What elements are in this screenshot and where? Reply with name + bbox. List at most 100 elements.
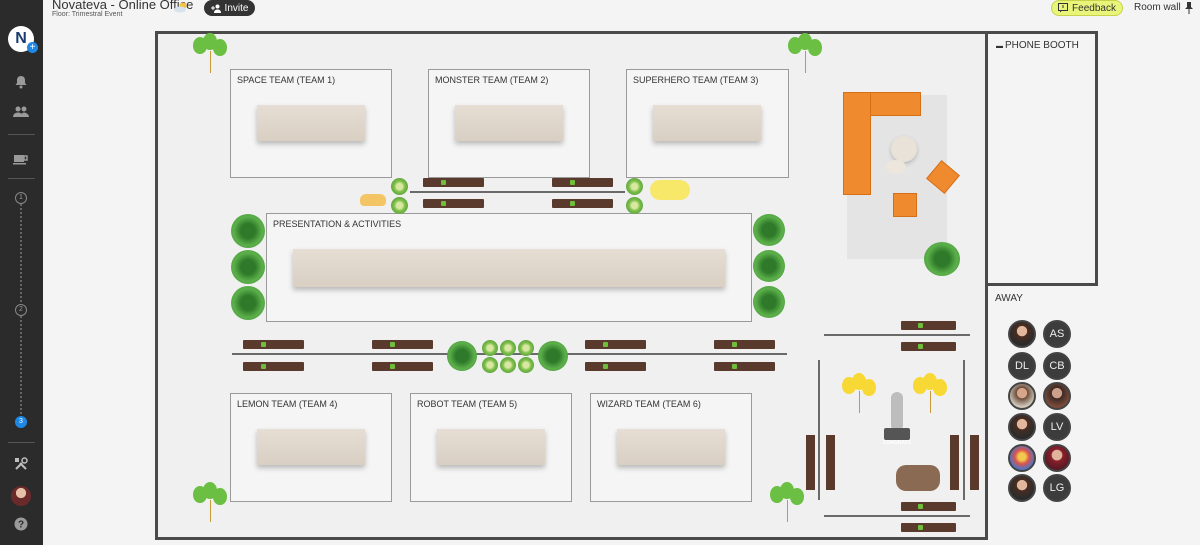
armchair: [893, 193, 917, 217]
coffee-table: [891, 136, 917, 162]
room-label: SPACE TEAM (TEAM 1): [237, 75, 336, 85]
balloons-decoration: [770, 482, 806, 524]
room-wall-toggle[interactable]: Room wall: [1134, 2, 1181, 13]
presentation-table: [293, 249, 725, 287]
room-superhero-team[interactable]: SUPERHERO TEAM (TEAM 3): [626, 69, 789, 178]
sidebar-divider: [8, 178, 35, 179]
people-icon[interactable]: [12, 103, 30, 121]
room-label: PRESENTATION & ACTIVITIES: [273, 219, 402, 229]
bench: [970, 435, 979, 490]
away-avatar[interactable]: DL: [1008, 352, 1036, 380]
plant: [447, 341, 477, 371]
divider-rail: [410, 191, 625, 193]
side-table: [886, 160, 906, 174]
feedback-icon: [1058, 3, 1069, 13]
room-label: MONSTER TEAM (TEAM 2): [435, 75, 549, 85]
away-avatar[interactable]: [1008, 382, 1036, 410]
divider-rail: [963, 360, 965, 500]
meeting-table: [617, 429, 725, 465]
room-presentation-activities[interactable]: PRESENTATION & ACTIVITIES: [266, 213, 752, 322]
bench: [552, 178, 613, 187]
bench: [714, 362, 775, 371]
room-label: ROBOT TEAM (TEAM 5): [417, 399, 518, 409]
plant: [626, 178, 643, 195]
bench: [585, 362, 646, 371]
pin-icon[interactable]: [1184, 2, 1194, 17]
floor-name: Floor: Trimestral Event: [52, 11, 123, 18]
bench: [423, 178, 484, 187]
meeting-table: [653, 105, 761, 141]
plant: [391, 197, 408, 214]
away-avatar[interactable]: LV: [1043, 413, 1071, 441]
floor-level-2[interactable]: 2: [15, 304, 27, 316]
plant: [518, 340, 534, 356]
bench: [826, 435, 835, 490]
feedback-button[interactable]: Feedback: [1051, 0, 1123, 16]
plant: [231, 214, 265, 248]
dog-figure: [650, 180, 690, 200]
floor-level-1[interactable]: 1: [15, 192, 27, 204]
invite-button[interactable]: Invite: [204, 0, 255, 16]
floor-level-3[interactable]: 3: [15, 416, 27, 428]
away-avatar[interactable]: LG: [1043, 474, 1071, 502]
feedback-label: Feedback: [1072, 2, 1116, 14]
phone-booth-room[interactable]: ▬ PHONE BOOTH: [985, 31, 1098, 286]
sidebar-divider: [8, 442, 35, 443]
plant: [482, 340, 498, 356]
bench: [585, 340, 646, 349]
room-robot-team[interactable]: ROBOT TEAM (TEAM 5): [410, 393, 572, 502]
room-label: LEMON TEAM (TEAM 4): [237, 399, 338, 409]
plant: [500, 357, 516, 373]
bench: [901, 342, 956, 351]
divider-rail: [824, 515, 970, 517]
help-icon[interactable]: ?: [12, 515, 30, 533]
room-lemon-team[interactable]: LEMON TEAM (TEAM 4): [230, 393, 392, 502]
coffee-icon[interactable]: [12, 150, 30, 168]
congrats-plaque: CONGRATS: [882, 440, 912, 446]
divider-rail: [818, 360, 820, 500]
invite-label: Invite: [224, 2, 249, 14]
divider-rail: [824, 334, 970, 336]
sidebar: N + 1 2 3 ?: [0, 0, 43, 545]
phone-booth-icon: ▬: [996, 43, 1005, 50]
plant: [538, 341, 568, 371]
away-avatar[interactable]: [1008, 413, 1036, 441]
plant: [500, 340, 516, 356]
away-label: AWAY: [995, 293, 1023, 304]
room-label: SUPERHERO TEAM (TEAM 3): [633, 75, 759, 85]
away-avatar[interactable]: [1008, 320, 1036, 348]
weather-icon: [173, 1, 189, 16]
office-title: Novateva - Online Office: [52, 0, 194, 12]
balloons-decoration: [842, 373, 878, 415]
away-avatar[interactable]: [1008, 474, 1036, 502]
bench: [372, 340, 433, 349]
balloons-decoration: [788, 33, 824, 75]
away-avatar[interactable]: [1043, 444, 1071, 472]
away-avatar[interactable]: [1043, 382, 1071, 410]
away-avatar[interactable]: [1008, 444, 1036, 472]
app-logo[interactable]: N: [8, 26, 34, 52]
plant: [626, 197, 643, 214]
sidebar-divider: [8, 134, 35, 135]
away-avatar[interactable]: AS: [1043, 320, 1071, 348]
user-avatar[interactable]: [11, 486, 31, 506]
room-monster-team[interactable]: MONSTER TEAM (TEAM 2): [428, 69, 590, 178]
bench: [243, 340, 304, 349]
bench: [901, 523, 956, 532]
away-avatar[interactable]: CB: [1043, 352, 1071, 380]
bell-icon[interactable]: [12, 73, 30, 91]
plant: [231, 286, 265, 320]
bench: [372, 362, 433, 371]
bench: [950, 435, 959, 490]
bull-figure: [896, 465, 940, 491]
plant: [753, 250, 785, 282]
bench: [806, 435, 815, 490]
svg-text:?: ?: [18, 520, 24, 531]
tools-icon[interactable]: [12, 455, 30, 473]
add-office-icon[interactable]: +: [27, 42, 38, 53]
balloons-decoration: [913, 373, 949, 415]
room-space-team[interactable]: SPACE TEAM (TEAM 1): [230, 69, 392, 178]
room-wizard-team[interactable]: WIZARD TEAM (TEAM 6): [590, 393, 752, 502]
plant: [518, 357, 534, 373]
